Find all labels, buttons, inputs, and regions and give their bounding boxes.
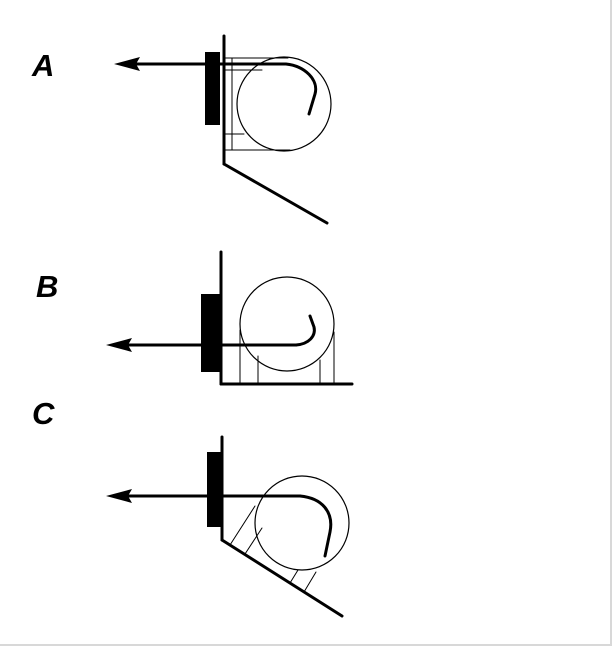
strut-c-1 bbox=[229, 505, 256, 546]
wheel-c bbox=[254, 475, 350, 571]
panel-label-b: B bbox=[36, 269, 58, 304]
wheel-b bbox=[239, 276, 335, 372]
strut-c-3 bbox=[289, 569, 299, 584]
hook-a bbox=[230, 62, 318, 116]
strut-c-4 bbox=[303, 571, 317, 593]
hook-c bbox=[298, 494, 333, 558]
panel-label-c: C bbox=[32, 396, 55, 431]
block-a bbox=[205, 52, 220, 125]
incline-c bbox=[220, 538, 344, 618]
panel-b: B bbox=[36, 250, 354, 386]
incline-a bbox=[222, 162, 329, 225]
panel-c: C bbox=[32, 396, 350, 618]
block-b bbox=[201, 294, 221, 372]
block-c bbox=[207, 452, 222, 527]
arrow-head-c bbox=[106, 489, 132, 503]
wheel-a bbox=[236, 56, 332, 152]
arrow-head-b bbox=[106, 338, 132, 352]
hook-b bbox=[294, 314, 316, 347]
panel-a: A bbox=[31, 34, 332, 225]
arrow-head-a bbox=[114, 57, 140, 71]
strut-c-2 bbox=[244, 527, 263, 555]
panel-label-a: A bbox=[31, 48, 54, 83]
